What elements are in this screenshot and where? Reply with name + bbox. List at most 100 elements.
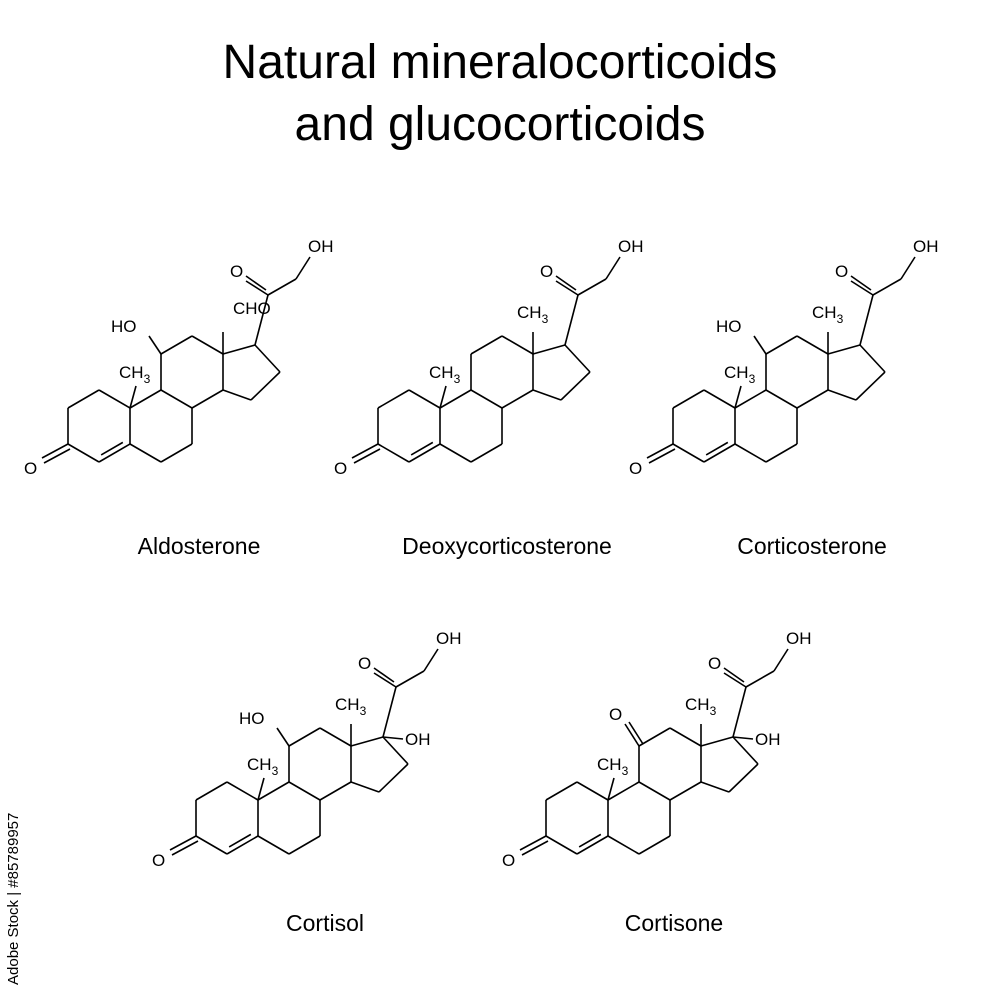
hydroxyl-label: HO	[716, 317, 742, 336]
methyl-label: CH3	[812, 303, 844, 326]
bond-line	[254, 344, 281, 373]
carbonyl-bond	[171, 840, 199, 856]
bond-line	[765, 389, 798, 409]
bond-line	[607, 781, 640, 801]
carbonyl-bond	[628, 721, 644, 745]
carbonyl-bond	[169, 835, 197, 851]
bond-line	[129, 443, 162, 463]
hydroxyl-label: OH	[618, 237, 644, 256]
hydroxyl-label: OH	[405, 730, 431, 749]
bond-line	[195, 835, 228, 855]
bond-line	[382, 736, 409, 765]
bond-line	[532, 344, 566, 355]
bond-line	[734, 389, 767, 409]
methyl-label: CH3	[119, 363, 151, 386]
bond-line	[638, 727, 671, 747]
carbonyl-bond	[351, 443, 379, 459]
bond-line	[734, 443, 767, 463]
bond-line	[377, 443, 410, 463]
double-bond-c4-c5	[228, 833, 252, 848]
carbonyl-bond	[850, 280, 874, 296]
hydroxyl-label: HO	[111, 317, 137, 336]
carbonyl-bond	[41, 443, 69, 459]
bond-line	[669, 781, 702, 801]
bond-line	[350, 736, 384, 747]
carbonyl-bond	[43, 448, 71, 464]
carbonyl-bond	[555, 280, 579, 296]
bond-line	[859, 344, 886, 373]
carbonyl-bond	[373, 672, 397, 688]
bond-line	[67, 443, 100, 463]
ring-oxygen-label: O	[152, 851, 165, 870]
bond-line	[732, 736, 754, 740]
bond-line	[827, 389, 857, 401]
bond-line	[672, 443, 705, 463]
bond-line	[267, 278, 297, 296]
methyl-label: CH3	[429, 363, 461, 386]
bond-line	[226, 781, 259, 801]
bond-line	[900, 256, 916, 280]
double-bond-c4-c5	[578, 833, 602, 848]
bond-line	[382, 736, 404, 740]
double-bond-c4-c5	[410, 441, 434, 456]
carbonyl-bond	[723, 672, 747, 688]
hydroxyl-label: OH	[913, 237, 939, 256]
side-chain-oxygen-label: O	[230, 262, 243, 281]
carbonyl-bond	[648, 448, 676, 464]
carbonyl-bond	[646, 443, 674, 459]
bond-line	[753, 335, 767, 355]
bond-line	[728, 763, 759, 793]
molecule-name-corticosterone: Corticosterone	[737, 533, 887, 559]
bond-line	[745, 670, 775, 688]
bond-line	[576, 835, 609, 855]
bond-line	[470, 335, 503, 355]
bond-line	[160, 443, 193, 463]
bond-line	[765, 443, 798, 463]
bond-line	[605, 256, 621, 280]
bond-line	[607, 835, 640, 855]
methyl-label: CH3	[597, 755, 629, 778]
bond-line	[470, 389, 503, 409]
bond-line	[732, 736, 759, 765]
carbonyl-bond	[373, 667, 395, 683]
bond-line	[576, 781, 609, 801]
bond-line	[191, 389, 224, 409]
bond-line	[638, 781, 671, 801]
hydroxyl-label: OH	[308, 237, 334, 256]
ring-oxygen-label: O	[502, 851, 515, 870]
bond-line	[160, 335, 193, 355]
bond-line	[700, 736, 734, 747]
bond-line	[501, 389, 534, 409]
bond-line	[700, 781, 730, 793]
methyl-bond	[257, 777, 265, 801]
methyl-bond	[734, 385, 742, 409]
carbonyl-bond	[723, 667, 745, 683]
bond-line	[439, 443, 472, 463]
bond-line	[872, 278, 902, 296]
carbonyl-bond	[850, 275, 872, 291]
stock-id-watermark: Adobe Stock | #85789957	[5, 812, 22, 985]
methyl-bond	[129, 385, 137, 409]
carbonyl-bond	[521, 840, 549, 856]
bond-line	[257, 781, 290, 801]
methyl-label: CH3	[517, 303, 549, 326]
bond-line	[859, 294, 874, 346]
methyl-label: CH3	[685, 695, 717, 718]
carbonyl-bond	[519, 835, 547, 851]
bond-line	[564, 344, 591, 373]
bond-line	[423, 648, 439, 672]
title-line-2: and glucocorticoids	[294, 98, 706, 151]
double-bond-c4-c5	[705, 441, 729, 456]
title-line-1: Natural mineralocorticoids	[222, 36, 778, 89]
bond-line	[703, 389, 736, 409]
bond-line	[382, 686, 397, 738]
bond-line	[855, 371, 886, 401]
ring-oxygen-label: O	[334, 459, 347, 478]
double-bond-c4-c5	[100, 441, 124, 456]
hydroxyl-label: HO	[239, 709, 265, 728]
carbonyl-bond	[624, 723, 640, 747]
bond-line	[254, 294, 269, 346]
